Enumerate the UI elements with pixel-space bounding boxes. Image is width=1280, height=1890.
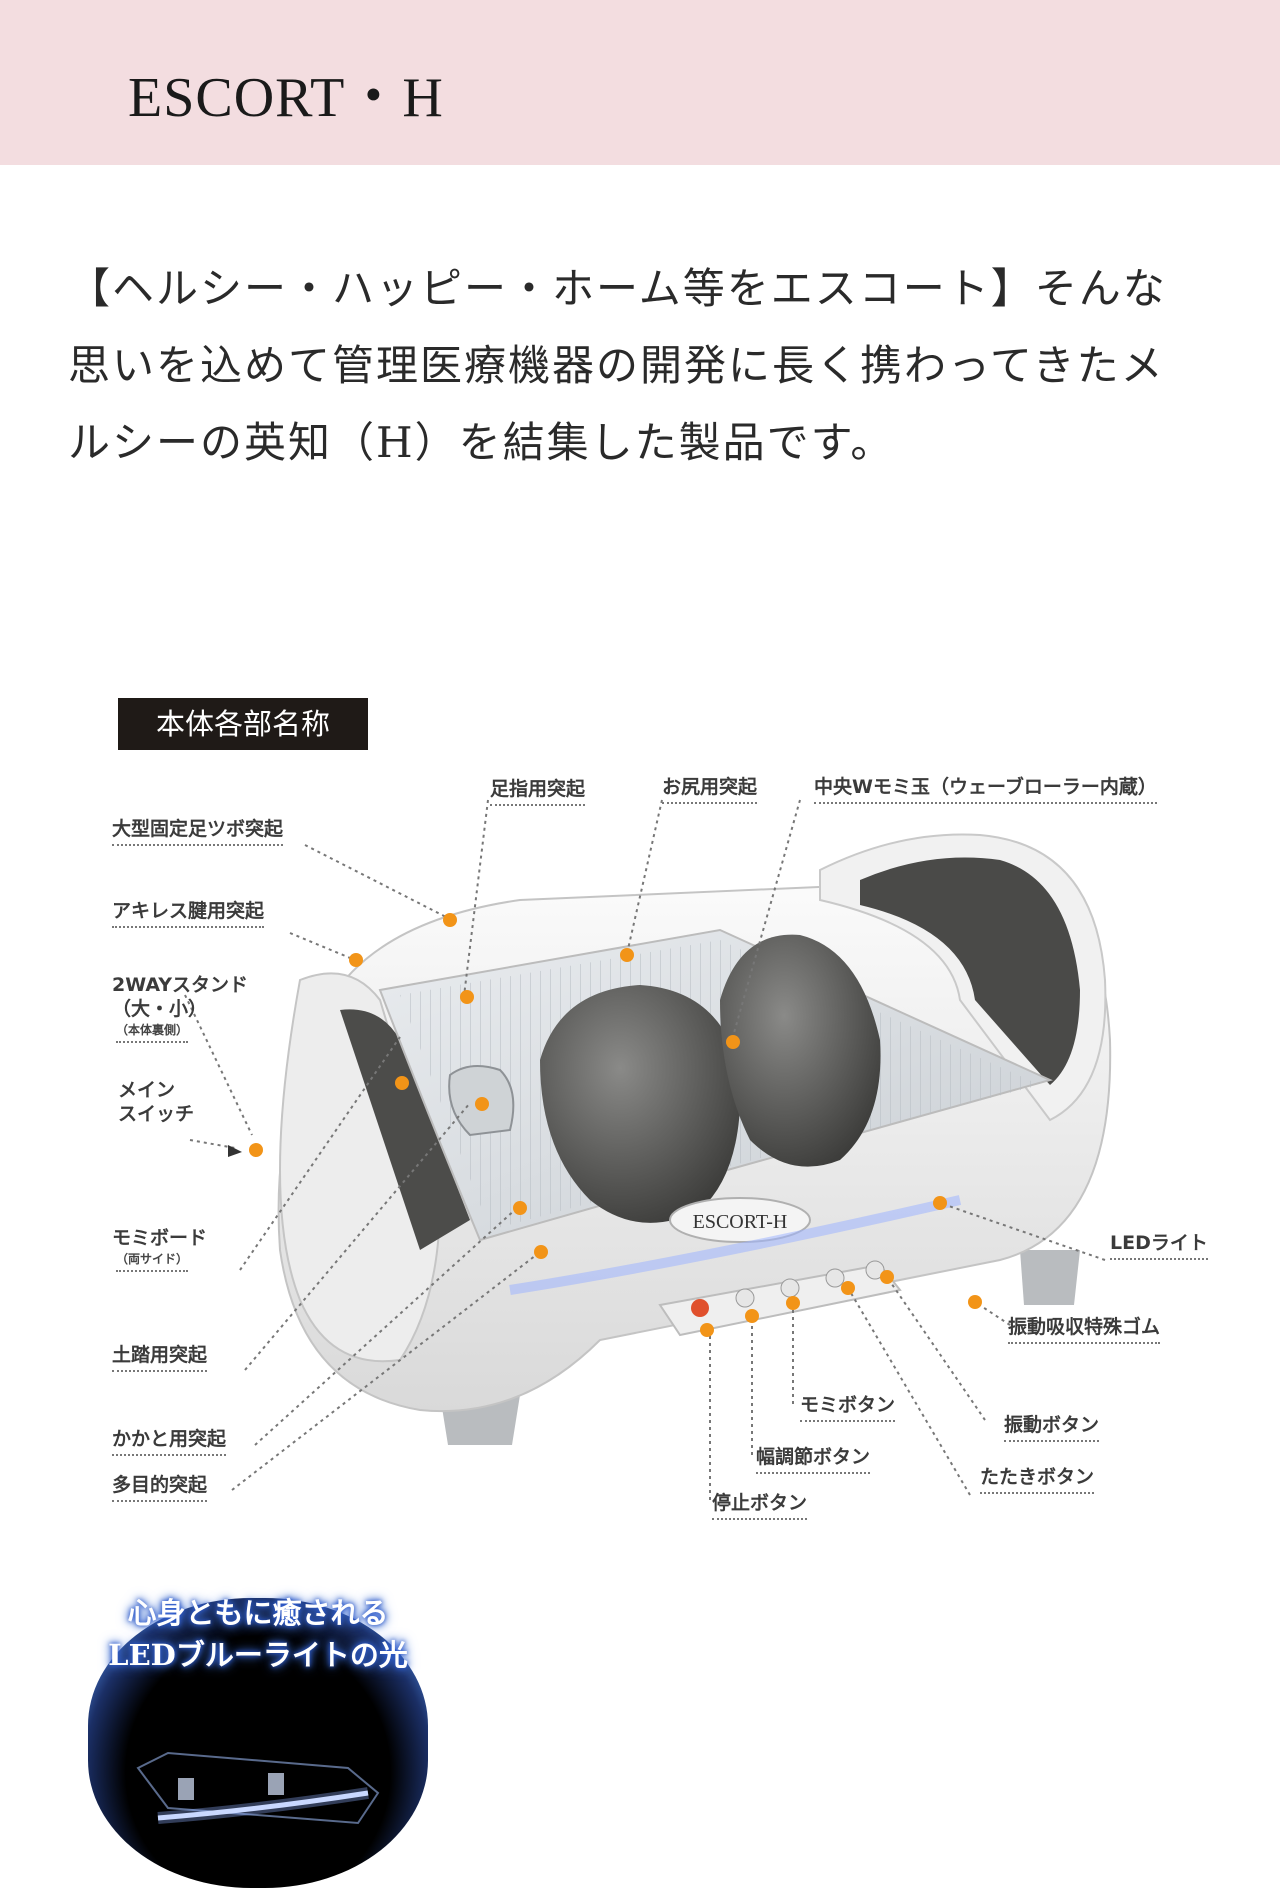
left-pad (340, 1009, 470, 1250)
right-pad (860, 857, 1080, 1085)
label-2way-stand: 2WAYスタンド (112, 974, 248, 996)
label-vibration-rubber: 振動吸収特殊ゴム (1008, 1312, 1161, 1344)
label-momi-board-note: （両サイド） (116, 1250, 189, 1272)
product-logo: ESCORT-H (693, 1211, 788, 1233)
label-stand-note: （本体裏側） (116, 1021, 189, 1043)
label-arch-protrusion: 土踏用突起 (112, 1340, 208, 1372)
led-promo-line1: 心身ともに癒される (127, 1596, 389, 1630)
label-toe-protrusion: 足指用突起 (490, 774, 586, 806)
page-header: ESCORT・H (0, 0, 1280, 165)
label-achilles-protrusion: アキレス腱用突起 (112, 896, 265, 928)
led-promo-line2: LEDブルーライトの光 (108, 1638, 408, 1672)
rubber-foot-right (1020, 1250, 1080, 1305)
page-title: ESCORT・H (128, 67, 444, 129)
label-large-fixed-protrusion: 大型固定足ツボ突起 (112, 814, 284, 846)
center-roller-left (540, 985, 741, 1223)
product-illustration: ESCORT-H (184, 799, 1112, 1500)
label-momi-button: モミボタン (800, 1390, 896, 1422)
parts-heading: 本体各部名称 (118, 698, 368, 750)
label-vibration-button: 振動ボタン (1004, 1410, 1100, 1442)
led-glow-image (88, 1598, 428, 1888)
parts-diagram: ESCORT-H (0, 680, 1280, 1540)
label-main-switch-2: スイッチ (118, 1103, 195, 1125)
label-stand-size: （大・小） (112, 998, 208, 1020)
label-tap-button: たたきボタン (980, 1462, 1095, 1494)
center-roller-right (720, 934, 881, 1167)
label-multi-protrusion: 多目的突起 (112, 1470, 208, 1502)
label-stop-button: 停止ボタン (712, 1488, 808, 1520)
label-momi-board: モミボード (112, 1227, 208, 1249)
label-center-roller: 中央Wモミ玉（ウェーブローラー内蔵） (814, 772, 1157, 804)
label-heel-protrusion: かかと用突起 (112, 1424, 227, 1456)
label-led-light: LEDライト (1110, 1228, 1208, 1260)
led-promo: 心身ともに癒される LEDブルーライトの光 (78, 1578, 438, 1888)
label-main-switch-1: メイン (118, 1079, 176, 1101)
led-strip-illustration (136, 1751, 380, 1825)
label-buttock-protrusion: お尻用突起 (662, 772, 758, 804)
intro-paragraph: 【ヘルシー・ハッピー・ホーム等をエスコート】そんな思いを込めて管理医療機器の開発… (68, 264, 1167, 467)
label-width-button: 幅調節ボタン (756, 1442, 871, 1474)
